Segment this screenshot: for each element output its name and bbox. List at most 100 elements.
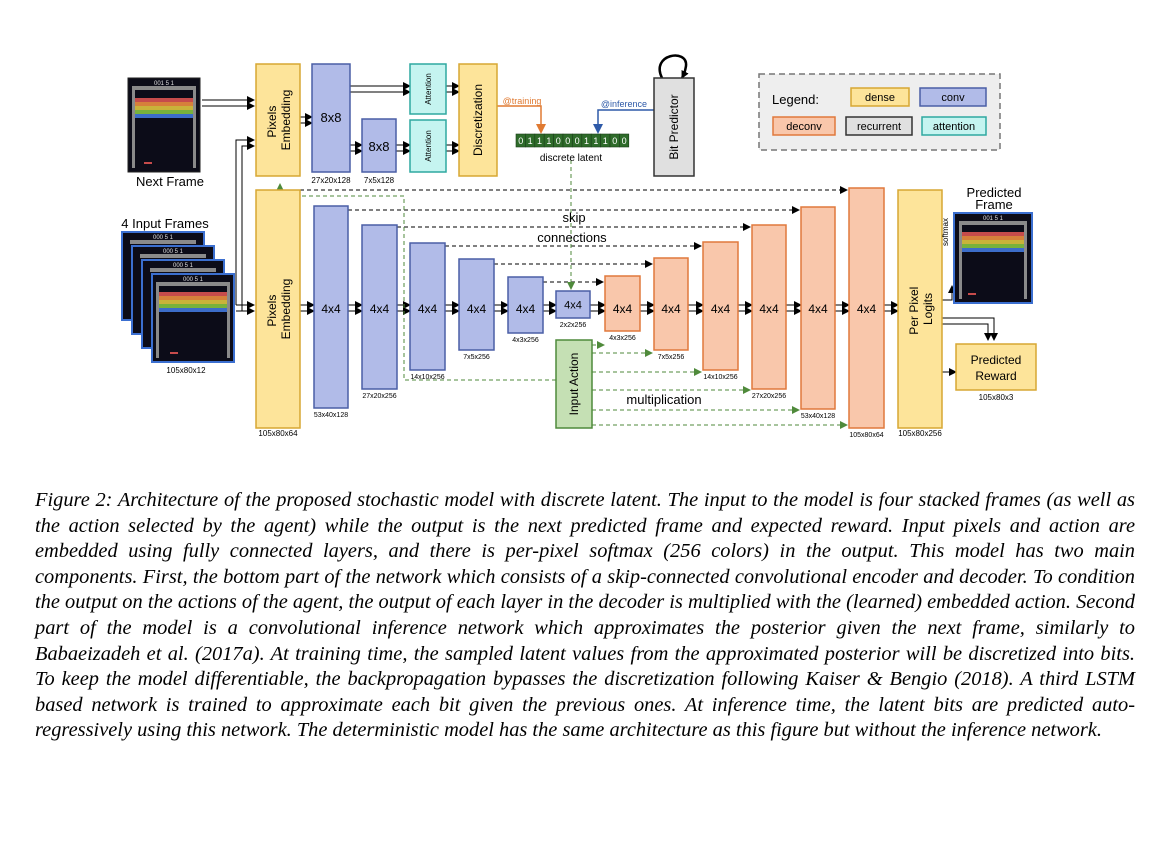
reward-dims: 105x80x3 [979,393,1014,402]
input-dims: 105x80x12 [166,366,206,375]
latent-bit-value: 1 [546,136,551,146]
latent-bit: 0 [609,133,620,148]
latent-bit: 0 [572,133,583,148]
encoder: 4x453x40x1284x427x20x2564x414x10x2564x47… [313,205,591,419]
legend-dense: dense [850,87,910,107]
multiplication-label: multiplication [626,392,701,407]
latent-bit-value: 1 [528,136,533,146]
latent-bit-value: 0 [556,136,561,146]
encoder-conv-label: 4x4 [321,302,341,316]
predicted-frame-label-2: Frame [975,197,1013,212]
latent-bit: 1 [543,133,554,148]
predicted-frame-screen: 001 5 1 [953,212,1033,304]
legend-deconv: deconv [772,116,836,136]
recurrent-loop-arrow [658,54,689,79]
encoder-conv-label: 4x4 [370,302,390,316]
latent-bit-value: 0 [565,136,570,146]
inference-tag: @inference [601,99,647,109]
encoder-conv-dims: 27x20x256 [362,393,396,400]
svg-text:Discretization: Discretization [471,84,485,156]
decoder-deconv-label: 4x4 [808,302,828,316]
input-frame-score: 000 5 1 [163,249,184,255]
encoder-conv-label: 4x4 [564,300,582,312]
discrete-latent-label: discrete latent [540,153,602,164]
attention-block-1: Attention [409,63,447,115]
softmax-label: softmax [941,218,950,246]
inference-conv1-dims: 27x20x128 [311,176,351,185]
latent-bit: 1 [581,133,592,148]
skip-connections [300,186,848,286]
decoder-deconv-block-2: 4x4 7x5x256 [653,257,689,361]
decoder-deconv-dims: 7x5x256 [658,354,685,361]
inference-conv1: 8x8 [311,63,351,173]
legend-title: Legend: [772,92,819,107]
svg-text:8x8: 8x8 [321,110,342,125]
svg-text:attention: attention [933,121,975,133]
svg-text:Attention: Attention [424,130,433,162]
encoder-conv-label: 4x4 [516,302,536,316]
encoder-conv-label: 4x4 [418,302,438,316]
encoder-conv-block-6: 4x4 2x2x256 [555,290,591,329]
latent-bit: 0 [619,133,630,148]
decoder-deconv-dims: 105x80x64 [849,432,883,439]
svg-text:conv: conv [941,92,965,104]
svg-text:deconv: deconv [786,121,822,133]
svg-text:Pixels Embedding: Pixels Embedding [265,90,293,151]
logits-dims: 105x80x256 [898,429,942,438]
input-frames-stack: 000 5 1 000 5 1 000 5 1 000 5 1 [121,231,235,363]
svg-text:Predicted: Predicted [971,353,1022,367]
decoder-deconv-block-3: 4x4 14x10x256 [702,241,739,381]
input-frame-score: 000 5 1 [173,263,194,269]
svg-text:Input Action: Input Action [567,353,581,416]
per-pixel-logits-block: Per Pixel Logits [897,189,943,429]
encoder-conv-dims: 2x2x256 [560,322,587,329]
skip-label-2: connections [537,230,607,245]
decoder-deconv-dims: 4x3x256 [609,335,636,342]
pixels-embedding-top-line2: Embedding [279,90,293,151]
embedding-dims: 105x80x64 [258,429,298,438]
figure-caption: Figure 2: Architecture of the proposed s… [35,489,1135,742]
encoder-conv-block-2: 4x4 27x20x256 [361,224,398,400]
attention-block-2: Attention [409,119,447,173]
svg-text:8x8: 8x8 [369,139,390,154]
latent-bit-value: 0 [622,136,627,146]
decoder-deconv-label: 4x4 [711,302,731,316]
svg-text:recurrent: recurrent [857,121,901,133]
decoder-deconv-dims: 14x10x256 [703,374,737,381]
predicted-frame-score: 001 5 1 [983,216,1004,222]
svg-text:dense: dense [865,92,895,104]
pixels-embedding-top-line1: Pixels [265,106,279,138]
decoder-deconv-dims: 27x20x256 [752,393,786,400]
decoder-deconv-label: 4x4 [857,302,877,316]
legend-attention: attention [921,116,987,136]
decoder-deconv-dims: 53x40x128 [801,413,835,420]
latent-bit: 1 [534,133,545,148]
inference-conv2: 8x8 [361,118,397,173]
pixels-embedding-bottom: Pixels Embedding [255,189,301,429]
decoder-deconv-block-5: 4x4 53x40x128 [800,206,836,420]
input-frame-score: 000 5 1 [183,277,204,283]
latent-bit: 0 [515,133,526,148]
encoder-conv-dims: 4x3x256 [512,337,539,344]
svg-text:Pixels Embedding: Pixels Embedding [265,279,293,340]
skip-label-1: skip [562,210,585,225]
latent-bit: 1 [600,133,611,148]
latent-bit-value: 1 [537,136,542,146]
predicted-reward-block: Predicted Reward [955,343,1037,391]
encoder-conv-block-3: 4x4 14x10x256 [409,242,446,381]
encoder-conv-block-5: 4x4 4x3x256 [507,276,544,344]
encoder-conv-dims: 14x10x256 [410,374,444,381]
decoder-deconv-label: 4x4 [661,302,681,316]
input-frame-score: 000 5 1 [153,235,174,241]
architecture-diagram: 001 5 1 Next Frame 4 Input Frames 000 5 … [121,54,1037,439]
main-path-arrows [300,301,899,315]
legend-recurrent: recurrent [845,116,913,136]
encoder-conv-label: 4x4 [467,302,487,316]
latent-bit: 0 [553,133,564,148]
latent-bit: 0 [562,133,573,148]
